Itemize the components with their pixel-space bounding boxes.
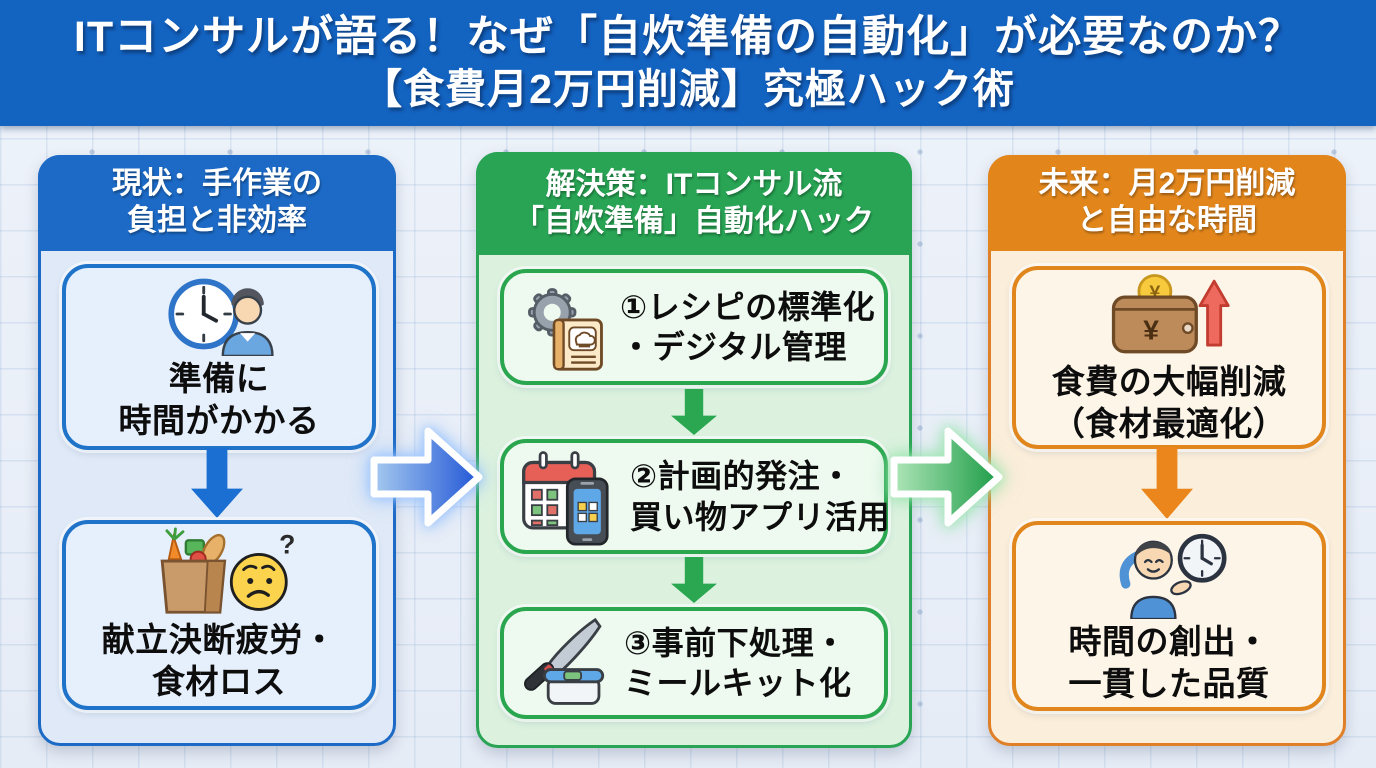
card-food-cost-reduction: ¥ ¥ 食費の大幅削減 （食材最適化） [1012, 266, 1326, 449]
card-time-quality-text: 時間の創出・ 一貫した品質 [1068, 623, 1270, 702]
svg-text:?: ? [279, 530, 295, 560]
column-current-header-line2: 負担と非効率 [127, 204, 307, 237]
column-solution-header-line2: 「自炊準備」自動化ハック [514, 204, 874, 238]
card-recipe-standardization-text: ①レシピの標準化 ・デジタル管理 [620, 288, 876, 365]
column-current-state: 現状：手作業の 負担と非効率 [38, 155, 396, 746]
column-current-header: 現状：手作業の 負担と非効率 [38, 155, 396, 251]
card-meal-kit-text: ③事前下処理・ ミールキット化 [624, 624, 852, 701]
clock-person-icon [160, 272, 278, 357]
card-time-quality: 時間の創出・ 一貫した品質 [1012, 521, 1326, 711]
wallet-yen-up-icon: ¥ ¥ [1106, 271, 1232, 359]
card-food-cost-reduction-text: 食費の大幅削減 （食材最適化） [1051, 362, 1287, 442]
card-prep-takes-time-text: 準備に 時間がかかる [118, 360, 320, 439]
card-decision-fatigue-text: 献立決断疲労・ 食材ロス [101, 621, 337, 700]
column-solution: 解決策：ITコンサル流 「自炊準備」自動化ハック [476, 152, 912, 748]
page-title-line-1: ITコンサルが語る！なぜ「自炊準備の自動化」が必要なのか？ [73, 13, 1303, 62]
grocery-worried-icon: ? [143, 527, 295, 617]
down-arrow [1141, 447, 1193, 519]
column-future-header-line2: と自由な時間 [1077, 204, 1257, 237]
column-future-header-line1: 未来：月2万円削減 [1038, 167, 1296, 201]
card-prep-takes-time: 準備に 時間がかかる [62, 264, 376, 450]
down-arrow [191, 448, 243, 518]
column-future-header: 未来：月2万円削減 と自由な時間 [988, 155, 1346, 251]
svg-text:¥: ¥ [1149, 282, 1160, 304]
title-banner: ITコンサルが語る！なぜ「自炊準備の自動化」が必要なのか？ 【食費月2万円削減】… [0, 0, 1376, 126]
page-title-line-2: 【食費月2万円削減】究極ハック術 [361, 66, 1015, 113]
card-meal-kit: ③事前下処理・ ミールキット化 [500, 607, 888, 719]
column-future: 未来：月2万円削減 と自由な時間 ¥ ¥ 食費の大幅削減 （食材最適化） [988, 155, 1346, 746]
card-decision-fatigue: ? 献立決断疲労・ 食材ロス [62, 520, 376, 710]
flow-arrow-solution-to-future [890, 427, 1003, 527]
card-recipe-standardization: ①レシピの標準化 ・デジタル管理 [500, 269, 888, 385]
person-clock-icon [1106, 527, 1232, 620]
flow-arrow-current-to-solution [370, 427, 483, 527]
column-solution-header: 解決策：ITコンサル流 「自炊準備」自動化ハック [476, 152, 912, 255]
down-arrow [671, 557, 717, 603]
column-solution-header-line1: 解決策：ITコンサル流 [545, 167, 843, 201]
gear-recipe-book-icon [520, 282, 610, 372]
down-arrow [671, 389, 717, 435]
card-planned-ordering-text: ②計画的発注・ 買い物アプリ活用 [630, 458, 891, 535]
calendar-phone-icon [520, 448, 620, 546]
svg-text:¥: ¥ [1143, 313, 1159, 345]
knife-container-icon [520, 616, 614, 710]
card-planned-ordering: ②計画的発注・ 買い物アプリ活用 [500, 439, 891, 554]
column-current-header-line1: 現状：手作業の [112, 167, 322, 201]
